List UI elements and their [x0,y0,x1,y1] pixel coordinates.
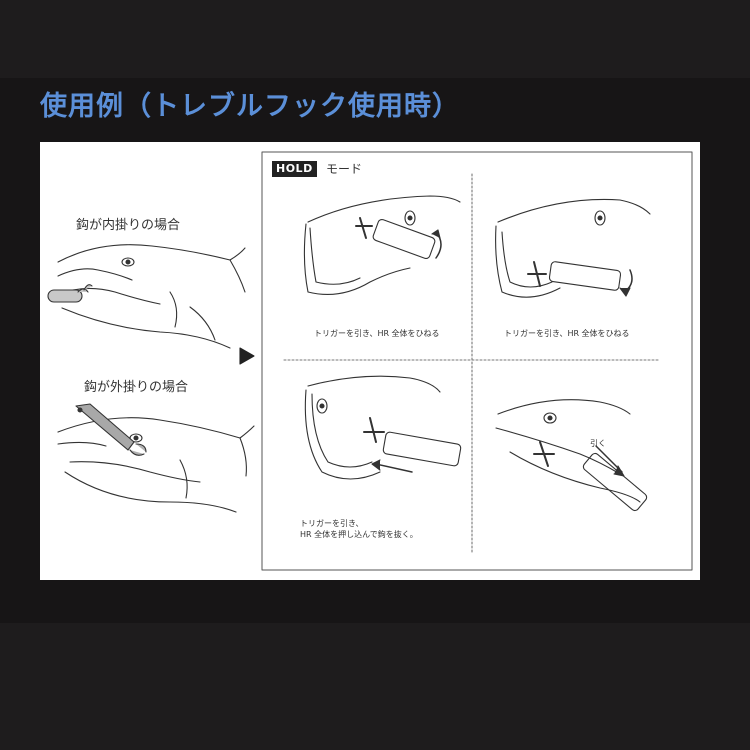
step3-caption-line2: HR 全体を押し込んで鉤を抜く。 [300,530,418,539]
step1-caption: トリガーを引き、HR 全体をひねる [314,329,440,338]
label-inner-hook: 鈎が内掛りの場合 [76,218,181,233]
step2-caption: トリガーを引き、HR 全体をひねる [504,329,630,338]
direction-arrow [239,347,255,365]
mode-label: モード [326,162,363,176]
illustration-art [47,151,693,571]
step2-illustration [495,198,651,298]
usage-illustration-panel: 鈎が内掛りの場合 鈎が外掛りの場合 HOLD モード トリガーを引き、HR 全体… [40,142,700,580]
lure-inner [47,284,93,303]
fish-outer-hook-illustration [57,417,255,513]
step4-illustration [495,399,648,512]
label-outer-hook: 鈎が外掛りの場合 [84,380,189,395]
step3-illustration [304,375,462,480]
step3-caption-line1: トリガーを引き、 [300,519,364,528]
step4-pull-label: 引く [590,439,606,448]
step1-illustration [303,195,461,295]
lure-outer [75,403,147,456]
fish-inner-hook-illustration [57,244,246,349]
hold-badge: HOLD [272,161,317,177]
page-title: 使用例（トレブルフック使用時） [40,91,460,122]
